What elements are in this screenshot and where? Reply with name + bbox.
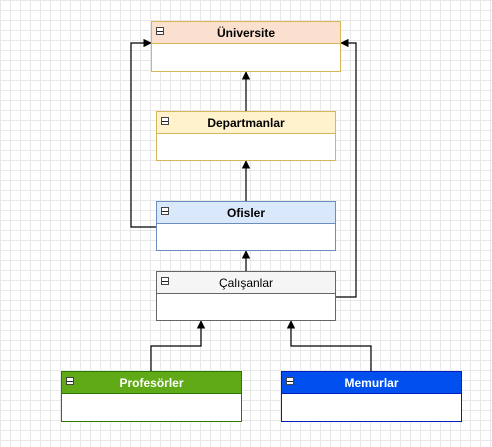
node-ofisler[interactable]: Ofisler (156, 201, 336, 251)
node-ofisler-header: Ofisler (157, 202, 335, 224)
collapse-icon[interactable] (66, 377, 74, 385)
edge-profesorler-to-calisanlar (150, 320, 206, 371)
node-departmanlar-title: Departmanlar (207, 115, 285, 130)
collapse-icon[interactable] (161, 207, 169, 215)
node-calisanlar-header: Çalışanlar (157, 272, 335, 294)
node-memurlar-title: Memurlar (344, 375, 399, 390)
node-profesorler-title: Profesörler (119, 375, 184, 390)
collapse-icon[interactable] (286, 377, 294, 385)
node-memurlar[interactable]: Memurlar (281, 371, 462, 422)
edge-memurlar-to-calisanlar (286, 320, 372, 371)
edge-calisanlar-to-universite (336, 38, 357, 298)
node-ofisler-title: Ofisler (226, 205, 265, 220)
collapse-icon[interactable] (161, 117, 169, 125)
node-universite-header: Üniversite (152, 22, 340, 44)
node-universite[interactable]: Üniversite (151, 21, 341, 72)
collapse-icon[interactable] (156, 27, 164, 35)
node-calisanlar[interactable]: Çalışanlar (156, 271, 336, 321)
collapse-icon[interactable] (161, 277, 169, 285)
node-universite-title: Üniversite (216, 25, 276, 40)
node-memurlar-header: Memurlar (282, 372, 461, 394)
node-profesorler-header: Profesörler (62, 372, 241, 394)
node-calisanlar-title: Çalışanlar (218, 275, 274, 290)
node-profesorler[interactable]: Profesörler (61, 371, 242, 422)
node-departmanlar[interactable]: Departmanlar (156, 111, 336, 161)
node-departmanlar-header: Departmanlar (157, 112, 335, 134)
edge-ofisler-to-universite (130, 38, 156, 228)
